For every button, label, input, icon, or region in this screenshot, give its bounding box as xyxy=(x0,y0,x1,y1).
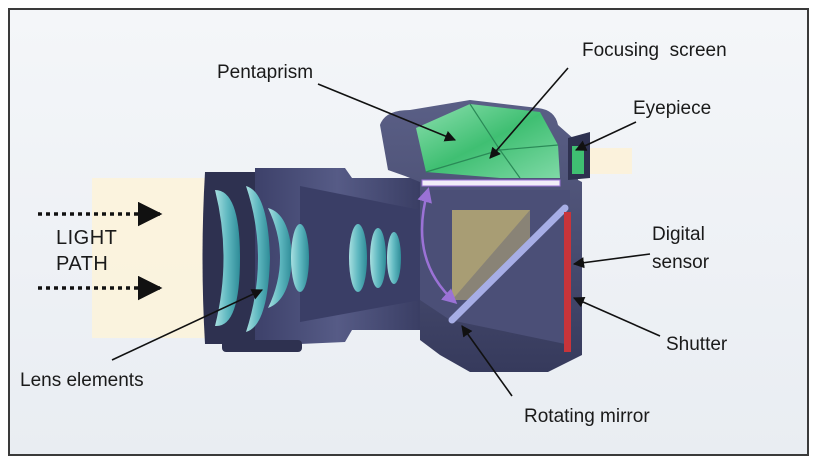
focusing-screen xyxy=(421,179,561,187)
label-light-path-line1: LIGHT xyxy=(56,227,117,249)
rotating-mirror xyxy=(448,204,569,324)
label-lens-elements: Lens elements xyxy=(20,370,144,391)
label-rotating-mirror: Rotating mirror xyxy=(524,406,650,427)
lens-element xyxy=(268,208,292,308)
label-digital-line1: Digital xyxy=(652,224,705,245)
light-beam-top xyxy=(590,148,632,174)
leader-lines xyxy=(111,67,661,397)
mirror-rotation-arc xyxy=(417,187,458,305)
lens-element xyxy=(387,232,401,284)
label-light-path-line2: PATH xyxy=(56,253,108,275)
lens-element xyxy=(215,190,240,327)
eyepiece xyxy=(572,146,584,174)
lens-element xyxy=(291,224,309,292)
lens-element xyxy=(246,186,270,332)
label-digital-line2: sensor xyxy=(652,252,710,273)
lens-element xyxy=(349,224,367,292)
label-pentaprism: Pentaprism xyxy=(217,62,313,83)
lens-element-group xyxy=(215,186,401,332)
label-eyepiece: Eyepiece xyxy=(633,98,711,119)
digital-sensor xyxy=(564,212,571,352)
label-focusing-screen: Focusing screen xyxy=(582,40,727,61)
lens-element xyxy=(370,228,386,288)
label-shutter: Shutter xyxy=(666,334,728,355)
light-beam xyxy=(92,178,212,338)
